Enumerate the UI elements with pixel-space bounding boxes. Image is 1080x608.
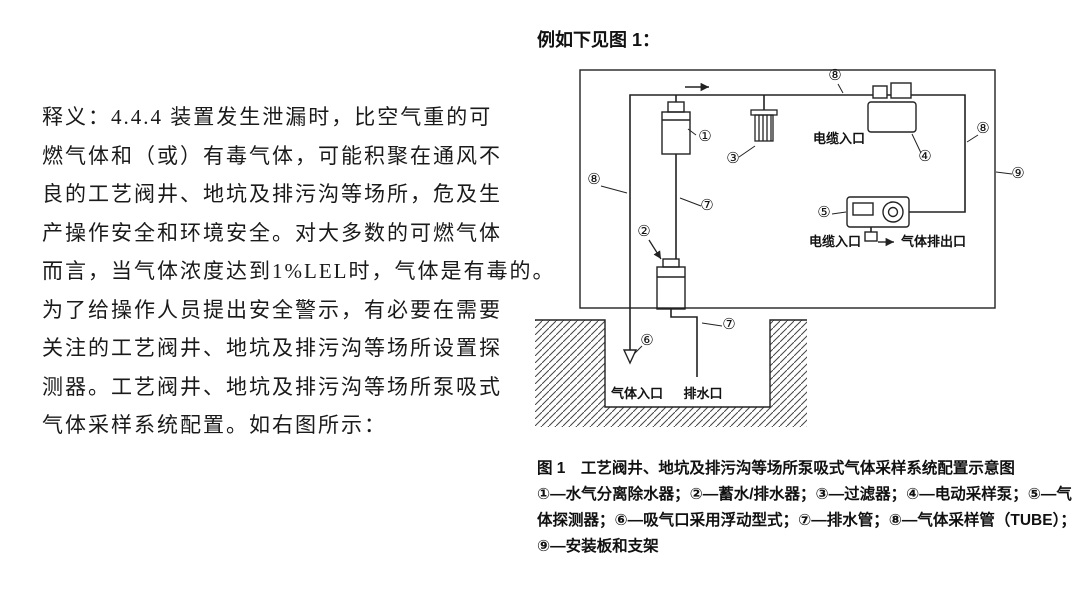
num-6: ⑥ (640, 332, 653, 349)
ground-hatch (535, 319, 807, 427)
leader-lines (600, 83, 1013, 355)
paragraph-line: 产操作安全和环境安全。对大多数的可燃气体 (42, 220, 502, 245)
num-7a: ⑦ (700, 197, 713, 214)
detector-unit (846, 196, 910, 242)
figure-diagram: ① ② ③ ④ ⑤ ⑥ ⑦ ⑦ ⑧ ⑧ ⑧ ⑨ 电缆入口 电缆入口 气体排出口 … (535, 67, 1025, 427)
paragraph-line: 为了给操作人员提出安全警示，有必要在需要 (42, 297, 502, 322)
num-3: ③ (726, 150, 739, 167)
num-2: ② (637, 223, 650, 240)
figure-caption-title: 图 1 工艺阀井、地坑及排污沟等场所泵吸式气体采样系统配置示意图 (537, 460, 1015, 477)
cable-entry-top-label: 电缆入口 (813, 131, 865, 146)
num-7b: ⑦ (722, 316, 735, 333)
figure-caption: 图 1 工艺阀井、地坑及排污沟等场所泵吸式气体采样系统配置示意图 ①—水气分离除… (537, 456, 1076, 560)
gas-inlet-label: 气体入口 (611, 386, 663, 401)
num-9: ⑨ (1011, 165, 1024, 182)
floating-suction-inlet (622, 349, 638, 365)
figure-column: 例如下见图 1： (535, 26, 1076, 560)
explanation-paragraph: 释义：4.4.4 装置发生泄漏时，比空气重的可 燃气体和（或）有毒气体，可能积聚… (42, 98, 556, 445)
paragraph-line: 气体采样系统配置。如右图所示： (42, 413, 387, 437)
pipework (629, 94, 966, 377)
gas-outlet-label: 气体排出口 (901, 234, 966, 249)
paragraph-line: 测器。工艺阀井、地坑及排污沟等场所泵吸式 (42, 374, 502, 399)
cable-entry-bottom-label: 电缆入口 (809, 234, 861, 249)
num-8c: ⑧ (587, 171, 600, 188)
filter-unit (750, 109, 778, 142)
paragraph-line: 而言，当气体浓度达到1%LEL时，气体是有毒的。 (42, 259, 556, 283)
num-8a: ⑧ (828, 67, 841, 84)
paragraph-line: 良的工艺阀井、地坑及排污沟等场所，危及生 (42, 182, 502, 206)
water-trap-unit (656, 258, 686, 310)
paragraph-line: 燃气体和（或）有毒气体，可能积聚在通风不 (42, 143, 502, 168)
enclosure-box (579, 69, 996, 309)
num-4: ④ (918, 148, 931, 165)
num-5: ⑤ (817, 204, 830, 221)
paragraph-line: 关注的工艺阀井、地坑及排污沟等场所设置探 (42, 336, 502, 360)
pump-unit (867, 82, 917, 133)
num-8b: ⑧ (976, 120, 989, 137)
figure-caption-legend-line: ⑨—安装板和支架 (537, 538, 659, 555)
num-1: ① (698, 128, 711, 145)
figure-intro: 例如下见图 1： (537, 30, 661, 50)
paragraph-line: 释义：4.4.4 装置发生泄漏时，比空气重的可 (42, 105, 493, 129)
drain-outlet-label: 排水口 (683, 386, 722, 401)
separator-unit (661, 101, 691, 155)
figure-caption-legend-line: ①—水气分离除水器；②—蓄水/排水器；③—过滤器；④—电动采样泵；⑤—气 (537, 486, 1072, 503)
figure-caption-legend-line: 体探测器；⑥—吸气口采用浮动型式；⑦—排水管；⑧—气体采样管（TUBE）； (537, 512, 1076, 529)
